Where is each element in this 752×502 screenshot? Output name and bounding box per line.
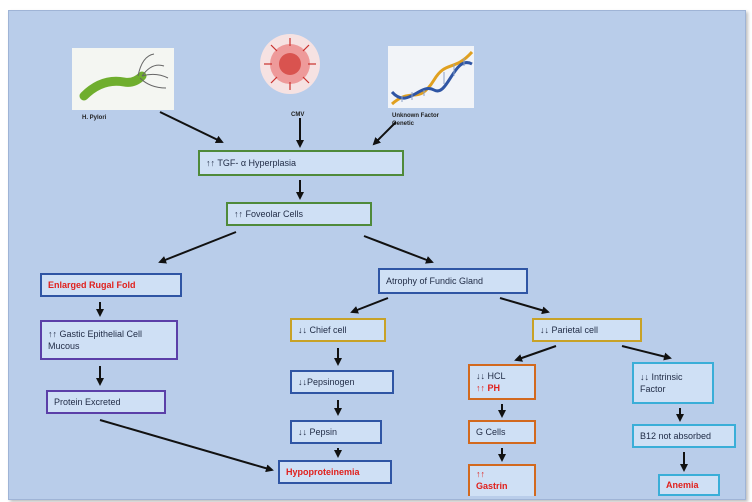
arrow-unknown-to-tgf: [372, 121, 397, 146]
anemia-box: Anemia: [658, 474, 720, 496]
atrophy-fundic-gland-text: Atrophy of Fundic Gland: [386, 276, 484, 286]
hcl-ph-box: ↓↓ HCL ↑↑ PH: [468, 364, 536, 400]
gastric-mucous-box: ↑↑ Gastic Epithelial Cell Mucous: [40, 320, 178, 360]
h-pylori-label: H. Pylori: [82, 115, 107, 121]
arrow-foveolar-to-atrophy: [363, 235, 434, 264]
cmv-image: [258, 32, 322, 96]
pepsinogen-text: ↓↓Pepsinogen: [298, 377, 355, 387]
enlarged-rugal-fold-box: Enlarged Rugal Fold: [40, 273, 182, 297]
g-cells-box: G Cells: [468, 420, 536, 444]
parietal-cell-box: ↓↓ Parietal cell: [532, 318, 642, 342]
arrow-foveolar-to-rugal: [158, 231, 237, 264]
gastrin-arrows-text: ↑↑: [476, 469, 485, 479]
foveolar-cells-text: ↑↑ Foveolar Cells: [234, 209, 304, 219]
g-cells-text: G Cells: [476, 427, 506, 437]
b12-not-absorbed-box: B12 not absorbed: [632, 424, 736, 448]
arrow-atrophy-to-chief: [350, 297, 389, 314]
intrinsic-factor-box: ↓↓ Intrinsic Factor: [632, 362, 714, 404]
chief-cell-text: ↓↓ Chief cell: [298, 325, 347, 335]
h-pylori-image: [72, 48, 174, 110]
parietal-cell-text: ↓↓ Parietal cell: [540, 325, 599, 335]
protein-excreted-box: Protein Excreted: [46, 390, 166, 414]
unknown-factor-label: Unknown Factor Genetic: [392, 113, 440, 127]
tgf-hyperplasia-box: ↑↑ TGF- α Hyperplasia: [198, 150, 404, 176]
hcl-text: ↓↓ HCL: [476, 371, 506, 381]
pepsin-text: ↓↓ Pepsin: [298, 427, 338, 437]
gastrin-text: Gastrin: [476, 481, 508, 491]
atrophy-fundic-gland-box: Atrophy of Fundic Gland: [378, 268, 528, 294]
arrow-protein-to-hypoproteinemia: [99, 419, 274, 473]
cmv-label: CMV: [291, 112, 305, 118]
chief-cell-box: ↓↓ Chief cell: [290, 318, 386, 342]
dna-image: [388, 46, 474, 108]
dna-helix-icon: [390, 50, 474, 106]
foveolar-cells-box: ↑↑ Foveolar Cells: [226, 202, 372, 226]
virus-icon: [260, 34, 320, 94]
arrow-parietal-to-intrinsic: [621, 345, 672, 361]
b12-not-absorbed-text: B12 not absorbed: [640, 431, 712, 441]
bacterium-icon: [79, 53, 169, 101]
tgf-hyperplasia-text: ↑↑ TGF- α Hyperplasia: [206, 158, 297, 168]
anemia-text: Anemia: [666, 480, 699, 490]
arrow-hpylori-to-tgf: [159, 111, 224, 143]
protein-excreted-text: Protein Excreted: [54, 397, 121, 407]
gastric-mucous-text: ↑↑ Gastic Epithelial Cell Mucous: [48, 329, 143, 351]
enlarged-rugal-fold-text: Enlarged Rugal Fold: [48, 280, 136, 290]
ph-text: ↑↑ PH: [476, 383, 501, 393]
hypoproteinemia-text: Hypoproteinemia: [286, 467, 360, 477]
pepsin-box: ↓↓ Pepsin: [290, 420, 382, 444]
pepsinogen-box: ↓↓Pepsinogen: [290, 370, 394, 394]
gastrin-box: ↑↑ Gastrin: [468, 464, 536, 496]
hypoproteinemia-box: Hypoproteinemia: [278, 460, 392, 484]
arrow-parietal-to-hcl: [514, 345, 557, 362]
arrow-atrophy-to-parietal: [499, 297, 550, 315]
intrinsic-factor-text: ↓↓ Intrinsic Factor: [640, 372, 683, 394]
